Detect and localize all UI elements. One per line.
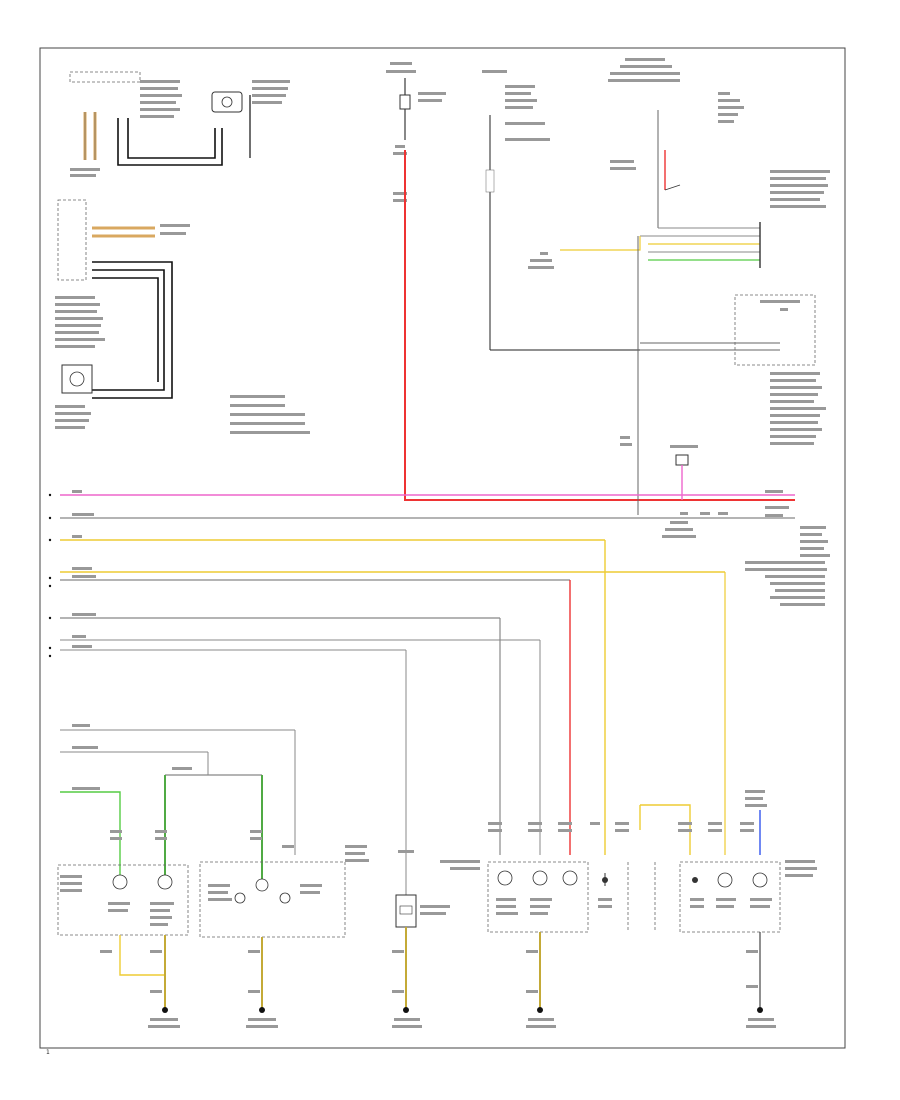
legend-block <box>230 395 310 434</box>
bus-wire-tags <box>72 490 789 648</box>
lower-left-wiring <box>60 724 296 880</box>
lamp-assembly-center-left <box>199 845 369 938</box>
right-side-labels <box>662 521 830 606</box>
diagram-border <box>39 47 846 1049</box>
rear-lamp-left <box>440 860 589 1028</box>
red-power-wire <box>404 150 795 501</box>
rear-lamp-right <box>679 790 817 1028</box>
sensor-center <box>392 850 450 1028</box>
lower-drop-tags <box>100 822 758 993</box>
vertical-drops <box>405 540 761 895</box>
bus-row-markers <box>48 493 52 658</box>
main-horizontal-buses <box>60 494 795 651</box>
tail-lamp-center <box>598 822 656 930</box>
top-right-module <box>528 58 830 515</box>
page-number: 1 <box>46 1049 50 1056</box>
top-left-module <box>69 71 290 177</box>
left-connector-block <box>55 199 190 429</box>
lamp-assembly-left <box>57 864 189 936</box>
top-center-fuse <box>386 62 446 202</box>
ground-drops-left <box>119 935 278 1028</box>
